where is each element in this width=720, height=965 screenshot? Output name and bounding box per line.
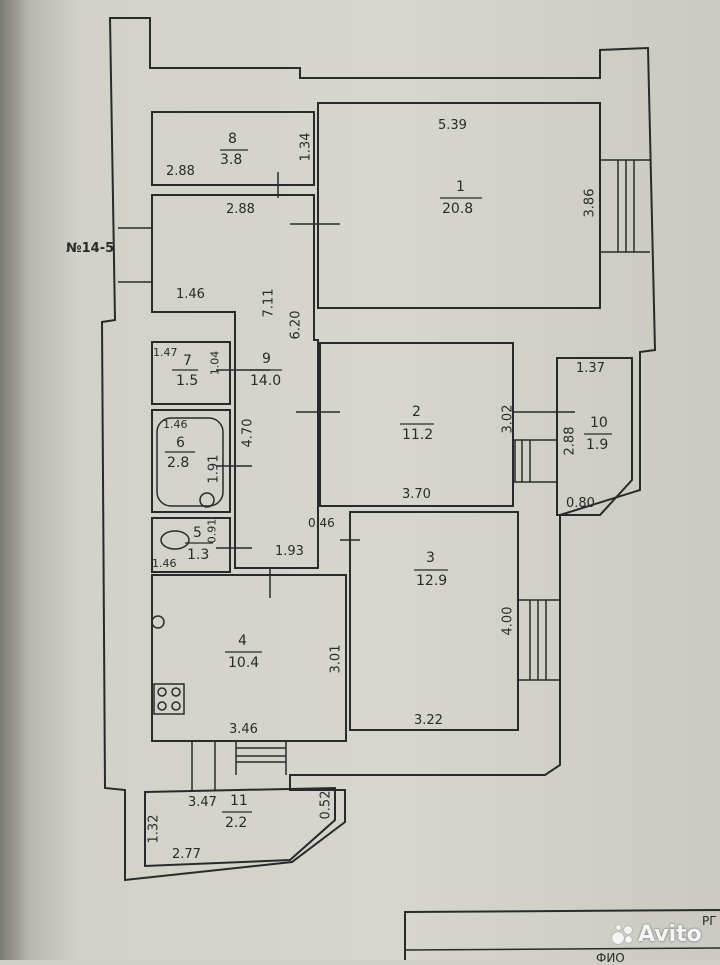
window-room-4	[235, 741, 287, 775]
room-11-area: 2.2	[225, 815, 248, 831]
room-10-area: 1.9	[586, 437, 609, 453]
room-5-outline	[151, 517, 231, 573]
room-2-number: 2	[412, 404, 421, 420]
room-7-outline	[151, 341, 231, 405]
room-3-area: 12.9	[416, 573, 448, 589]
dim-4-70: 4.70	[240, 418, 256, 448]
dim-2-88-c: 2.88	[562, 426, 578, 456]
dim-1-46-b: 1.46	[163, 418, 188, 431]
avito-logo-icon	[612, 924, 634, 946]
window-room-3	[518, 599, 560, 681]
balcony-door-11	[191, 741, 216, 790]
avito-watermark: Avito	[612, 922, 702, 947]
dim-3-01: 3.01	[328, 644, 344, 674]
room-5-area: 1.3	[187, 547, 210, 563]
outer-wall-outline	[100, 17, 657, 882]
stamp-name-text: ФИО	[596, 951, 625, 965]
room-9-outline	[151, 194, 319, 569]
dim-3-46: 3.46	[229, 722, 258, 737]
room-1-area: 20.8	[442, 201, 474, 217]
room-8-number: 8	[228, 131, 237, 147]
room-6-number: 6	[176, 435, 185, 451]
room-10-number: 10	[590, 415, 608, 431]
stamp-frame	[404, 909, 720, 960]
room-11-number: 11	[230, 793, 248, 809]
dim-1-46-a: 1.46	[176, 287, 205, 302]
kitchen-sink	[151, 615, 165, 629]
room-11-outline	[144, 786, 336, 868]
room-7-area: 1.5	[176, 373, 199, 389]
dim-2-77: 2.77	[172, 847, 201, 862]
window-room-2	[513, 439, 557, 483]
bathtub	[156, 417, 224, 507]
dim-3-22: 3.22	[414, 713, 443, 728]
dim-0-80: 0.80	[566, 496, 595, 511]
room-5-number: 5	[193, 525, 202, 541]
dim-1-32: 1.32	[146, 814, 162, 844]
stove	[153, 683, 185, 715]
toilet	[160, 530, 190, 550]
dim-6-20: 6.20	[288, 310, 304, 340]
room-4-number: 4	[238, 633, 247, 649]
entrance-door	[118, 227, 152, 283]
window-room-1	[600, 159, 650, 253]
dim-7-11: 7.11	[261, 288, 277, 318]
room-8-outline	[151, 111, 315, 186]
dim-1-47: 1.47	[153, 346, 178, 359]
dim-3-47: 3.47	[188, 795, 217, 810]
room-4-area: 10.4	[228, 655, 260, 671]
dim-0-52: 0.52	[318, 790, 334, 820]
stair-label: №14-5	[66, 241, 115, 256]
dim-0-46: 0.46	[308, 516, 335, 530]
room-8-area: 3.8	[220, 152, 243, 168]
room-2-outline	[319, 342, 514, 507]
room-4-outline	[151, 574, 347, 742]
dim-3-02: 3.02	[500, 404, 516, 434]
room-1-number: 1	[456, 179, 465, 195]
dim-0-91: 0.91	[205, 518, 219, 544]
dim-1-93: 1.93	[275, 544, 304, 559]
room-10-outline	[556, 357, 633, 516]
room-1-outline	[317, 102, 601, 309]
dim-1-37: 1.37	[576, 361, 605, 376]
stamp-corner-text: РГ	[702, 914, 717, 928]
room-7-number: 7	[183, 353, 192, 369]
dim-3-70: 3.70	[402, 487, 431, 502]
room-9-area: 14.0	[250, 373, 282, 389]
dim-1-46-c: 1.46	[152, 557, 177, 570]
room-3-number: 3	[426, 550, 435, 566]
watermark-text: Avito	[638, 922, 702, 947]
dim-1-91: 1.91	[206, 454, 222, 484]
dim-1-04: 1.04	[208, 350, 222, 376]
room-9-number: 9	[262, 351, 271, 367]
bathtub-drain	[199, 492, 215, 508]
dim-2-88-b: 2.88	[226, 202, 255, 217]
room-3-outline	[349, 511, 519, 731]
dim-4-00: 4.00	[500, 606, 516, 636]
stamp-divider	[404, 947, 720, 951]
dim-5-39: 5.39	[438, 118, 467, 133]
room-2-area: 11.2	[402, 427, 434, 443]
dim-1-34: 1.34	[298, 132, 314, 162]
room-6-area: 2.8	[167, 455, 190, 471]
dim-3-86: 3.86	[582, 188, 598, 218]
room-6-outline	[151, 409, 231, 513]
dim-2-88-a: 2.88	[166, 164, 195, 179]
